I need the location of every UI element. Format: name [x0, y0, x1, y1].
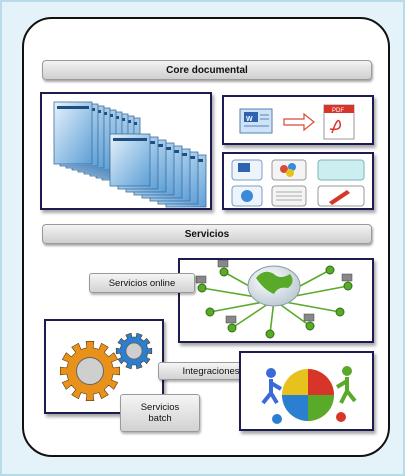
puzzle-box [239, 351, 374, 431]
document-stack-icon [53, 101, 207, 208]
word-to-pdf-icon: W PDF [239, 104, 355, 140]
servicios-online-label: Servicios online [89, 273, 195, 293]
gears-icon [60, 332, 153, 401]
svg-text:PDF: PDF [332, 108, 344, 114]
file-formats-icon [231, 159, 365, 207]
document-stack-box [40, 92, 212, 210]
servicios-batch-label: Servicios batch [120, 394, 200, 432]
core-documental-header: Core documental [42, 60, 372, 80]
network-box [178, 258, 374, 343]
globe-network-icon [195, 260, 353, 339]
servicios-title: Servicios [184, 228, 230, 240]
puzzle-people-icon [261, 366, 357, 424]
svg-text:W: W [246, 116, 253, 123]
servicios-header: Servicios [42, 224, 372, 244]
formats-box [222, 152, 374, 210]
core-documental-title: Core documental [166, 64, 248, 76]
conversion-box: W PDF [222, 95, 374, 145]
